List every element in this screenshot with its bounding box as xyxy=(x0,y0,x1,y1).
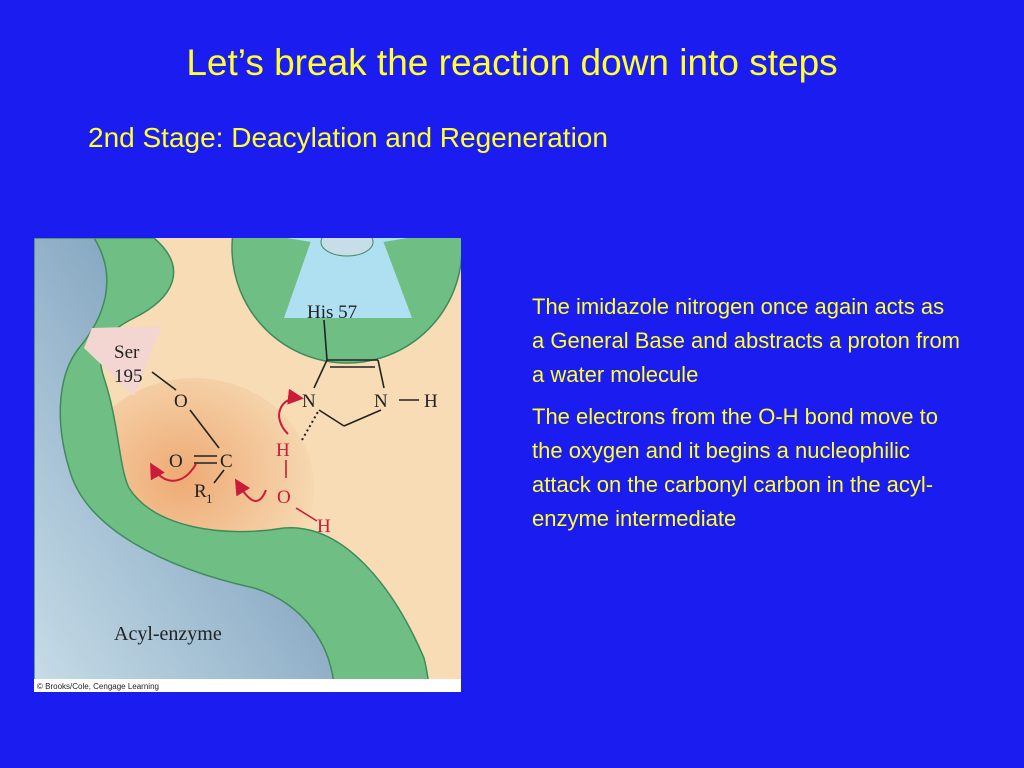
electron-arrows xyxy=(150,388,304,502)
protein-blue-region xyxy=(34,238,335,692)
slide-subtitle: 2nd Stage: Deacylation and Regeneration xyxy=(88,122,608,153)
his57-hub xyxy=(320,238,374,257)
carbonyl-oxygen: O xyxy=(169,451,183,472)
water-oxygen: O xyxy=(277,487,291,508)
his57-label: His 57 xyxy=(307,302,357,323)
acyl-enzyme-label: Acyl-enzyme xyxy=(114,623,222,645)
mechanism-figure: His 57 Ser 195 O O C R 1 N N H H O H Acy… xyxy=(34,238,461,692)
description-panel: The imidazole nitrogen once again acts a… xyxy=(532,290,962,544)
water-hydrogen-bottom: H xyxy=(317,516,331,537)
hydrogen-bond xyxy=(301,409,320,441)
imidazole-nh-hydrogen: H xyxy=(424,391,438,412)
r1-group: R xyxy=(194,481,207,502)
slide-title: Let’s break the reaction down into steps xyxy=(186,42,838,83)
bonds xyxy=(151,319,419,522)
his57-wedge xyxy=(284,238,412,318)
ser-oxygen: O xyxy=(174,391,188,412)
imidazole-n-right: N xyxy=(374,391,388,412)
imidazole-n-left: N xyxy=(302,391,316,412)
r1-subscript: 1 xyxy=(206,491,213,506)
water-hydrogen-top: H xyxy=(276,440,290,461)
ser-label: Ser xyxy=(114,342,140,363)
description-paragraph-2: The electrons from the O-H bond move to … xyxy=(532,404,938,531)
ser195-patch xyxy=(84,326,162,396)
carbonyl-carbon: C xyxy=(220,451,233,472)
credit-bar xyxy=(34,679,461,692)
description-paragraph-1: The imidazole nitrogen once again acts a… xyxy=(532,294,961,387)
image-credit: © Brooks/Cole, Cengage Learning xyxy=(37,682,159,691)
ser-number-label: 195 xyxy=(114,366,143,387)
mechanism-diagram: His 57 Ser 195 O O C R 1 N N H H O H Acy… xyxy=(34,238,461,692)
